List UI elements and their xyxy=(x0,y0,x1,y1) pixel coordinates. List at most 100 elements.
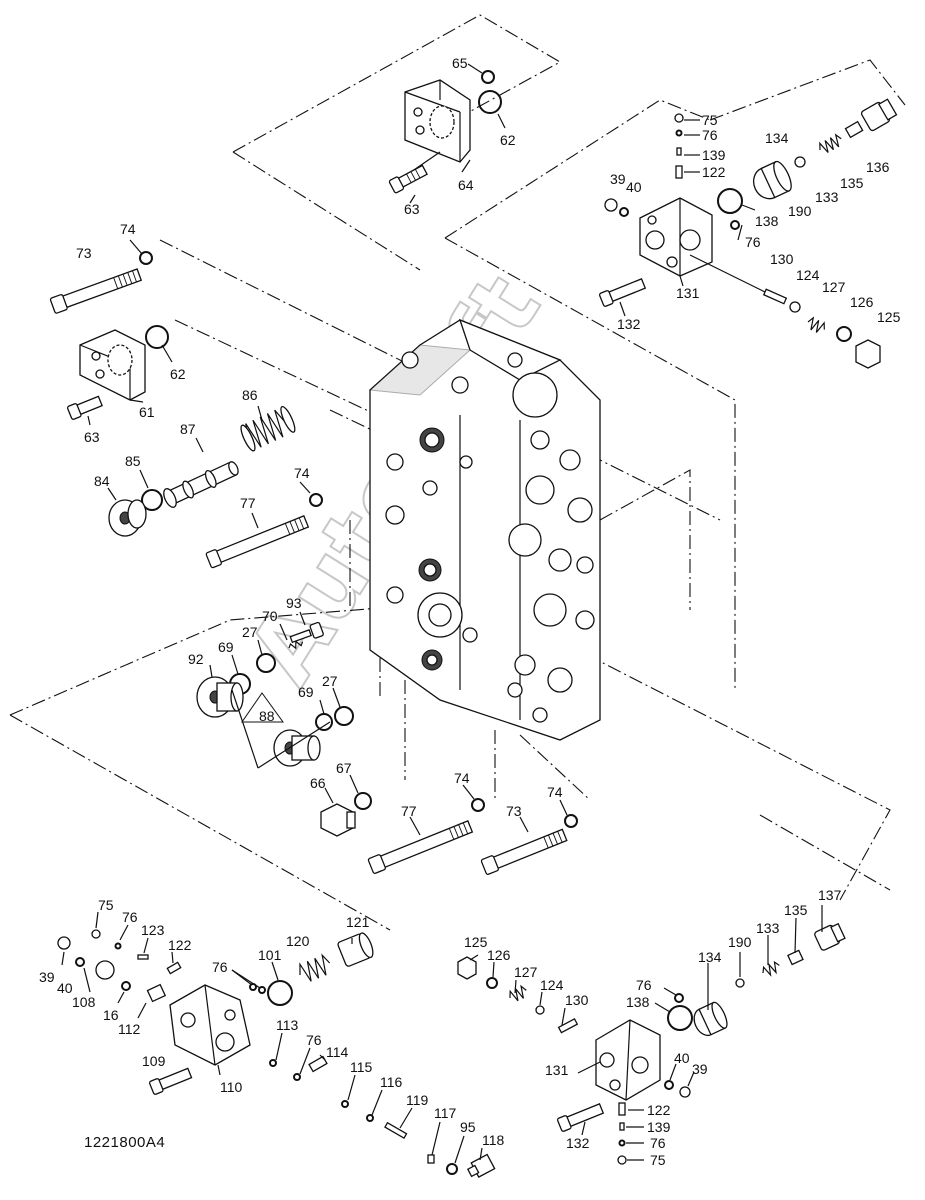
callout-86: 86 xyxy=(242,387,258,403)
callout-62: 62 xyxy=(500,132,516,148)
callout-123: 123 xyxy=(141,922,165,938)
callout-69: 69 xyxy=(218,639,234,655)
callout-122: 122 xyxy=(702,164,726,180)
callout-85: 85 xyxy=(125,453,141,469)
drawing-code: 1221800A4 xyxy=(84,1134,165,1151)
callout-76: 76 xyxy=(745,234,761,250)
callout-40: 40 xyxy=(57,980,73,996)
callout-130: 130 xyxy=(565,992,589,1008)
callout-labels: 65 62 63 64 75 76 139 122 39 40 134 190 … xyxy=(39,55,901,1168)
callout-138: 138 xyxy=(755,213,779,229)
callout-132: 132 xyxy=(617,316,641,332)
callout-76: 76 xyxy=(650,1135,666,1151)
callout-127: 127 xyxy=(514,964,538,980)
callout-124: 124 xyxy=(796,267,820,283)
callout-84: 84 xyxy=(94,473,110,489)
callout-133: 133 xyxy=(815,189,839,205)
callout-112: 112 xyxy=(118,1021,141,1037)
callout-124: 124 xyxy=(540,977,564,993)
callout-76: 76 xyxy=(702,127,718,143)
callout-121: 121 xyxy=(346,914,370,930)
callout-75: 75 xyxy=(702,112,718,128)
callout-76: 76 xyxy=(306,1032,322,1048)
callout-127: 127 xyxy=(822,279,846,295)
callout-16: 16 xyxy=(103,1007,119,1023)
callout-125: 125 xyxy=(464,934,488,950)
callout-109: 109 xyxy=(142,1053,166,1069)
callout-77: 77 xyxy=(401,803,417,819)
callout-63: 63 xyxy=(404,201,420,217)
callout-101: 101 xyxy=(258,947,282,963)
callout-65: 65 xyxy=(452,55,468,71)
callout-122: 122 xyxy=(168,937,192,953)
callout-74: 74 xyxy=(454,770,470,786)
callout-117: 117 xyxy=(434,1105,457,1121)
leader-lines xyxy=(61,63,823,1164)
callout-69: 69 xyxy=(298,684,314,700)
callout-73: 73 xyxy=(506,803,522,819)
callout-110: 110 xyxy=(220,1079,243,1095)
callout-87: 87 xyxy=(180,421,196,437)
callout-135: 135 xyxy=(840,175,864,191)
callout-67: 67 xyxy=(336,760,352,776)
callout-63: 63 xyxy=(84,429,100,445)
callout-126: 126 xyxy=(850,294,874,310)
callout-122: 122 xyxy=(647,1102,671,1118)
callout-77: 77 xyxy=(240,495,256,511)
callout-130: 130 xyxy=(770,251,794,267)
callout-76: 76 xyxy=(212,959,228,975)
callout-76: 76 xyxy=(636,977,652,993)
callout-27: 27 xyxy=(322,673,338,689)
callout-66: 66 xyxy=(310,775,326,791)
callout-75: 75 xyxy=(98,897,114,913)
callout-92: 92 xyxy=(188,651,204,667)
callout-108: 108 xyxy=(72,994,96,1010)
callout-125: 125 xyxy=(877,309,901,325)
relief-valve-assembly-upper xyxy=(598,98,898,369)
relief-valve-assembly-lower-right xyxy=(457,922,846,1165)
left-middle-parts xyxy=(196,621,372,837)
callout-132: 132 xyxy=(566,1135,590,1151)
callout-93: 93 xyxy=(286,595,302,611)
callout-74: 74 xyxy=(120,221,136,237)
callout-118: 118 xyxy=(482,1132,505,1148)
callout-74: 74 xyxy=(547,784,563,800)
callout-62: 62 xyxy=(170,366,186,382)
callout-88: 88 xyxy=(259,708,275,724)
callout-75: 75 xyxy=(650,1152,666,1168)
callout-39: 39 xyxy=(610,171,626,187)
callout-138: 138 xyxy=(626,994,650,1010)
callout-120: 120 xyxy=(286,933,310,949)
callout-119: 119 xyxy=(406,1092,429,1108)
left-upper-parts xyxy=(49,251,323,569)
callout-40: 40 xyxy=(626,179,642,195)
callout-27: 27 xyxy=(242,624,258,640)
callout-131: 131 xyxy=(545,1062,569,1078)
callout-115: 115 xyxy=(350,1059,373,1075)
callout-133: 133 xyxy=(756,920,780,936)
callout-134: 134 xyxy=(698,949,722,965)
callout-190: 190 xyxy=(728,934,752,950)
callout-190: 190 xyxy=(788,203,812,219)
callout-135: 135 xyxy=(784,902,808,918)
valve-body xyxy=(368,318,601,741)
callout-64: 64 xyxy=(458,177,474,193)
callout-95: 95 xyxy=(460,1119,476,1135)
callout-139: 139 xyxy=(647,1119,671,1135)
callout-136: 136 xyxy=(866,159,890,175)
callout-40: 40 xyxy=(674,1050,690,1066)
callout-137: 137 xyxy=(818,887,842,903)
lower-center-bolts xyxy=(367,798,578,875)
callout-39: 39 xyxy=(692,1061,708,1077)
cover-plate-64 xyxy=(388,70,502,194)
callout-39: 39 xyxy=(39,969,55,985)
callout-134: 134 xyxy=(765,130,789,146)
callout-113: 113 xyxy=(276,1017,299,1033)
callout-76: 76 xyxy=(122,909,138,925)
callout-126: 126 xyxy=(487,947,511,963)
callout-139: 139 xyxy=(702,147,726,163)
callout-61: 61 xyxy=(139,404,155,420)
callout-70: 70 xyxy=(262,608,278,624)
